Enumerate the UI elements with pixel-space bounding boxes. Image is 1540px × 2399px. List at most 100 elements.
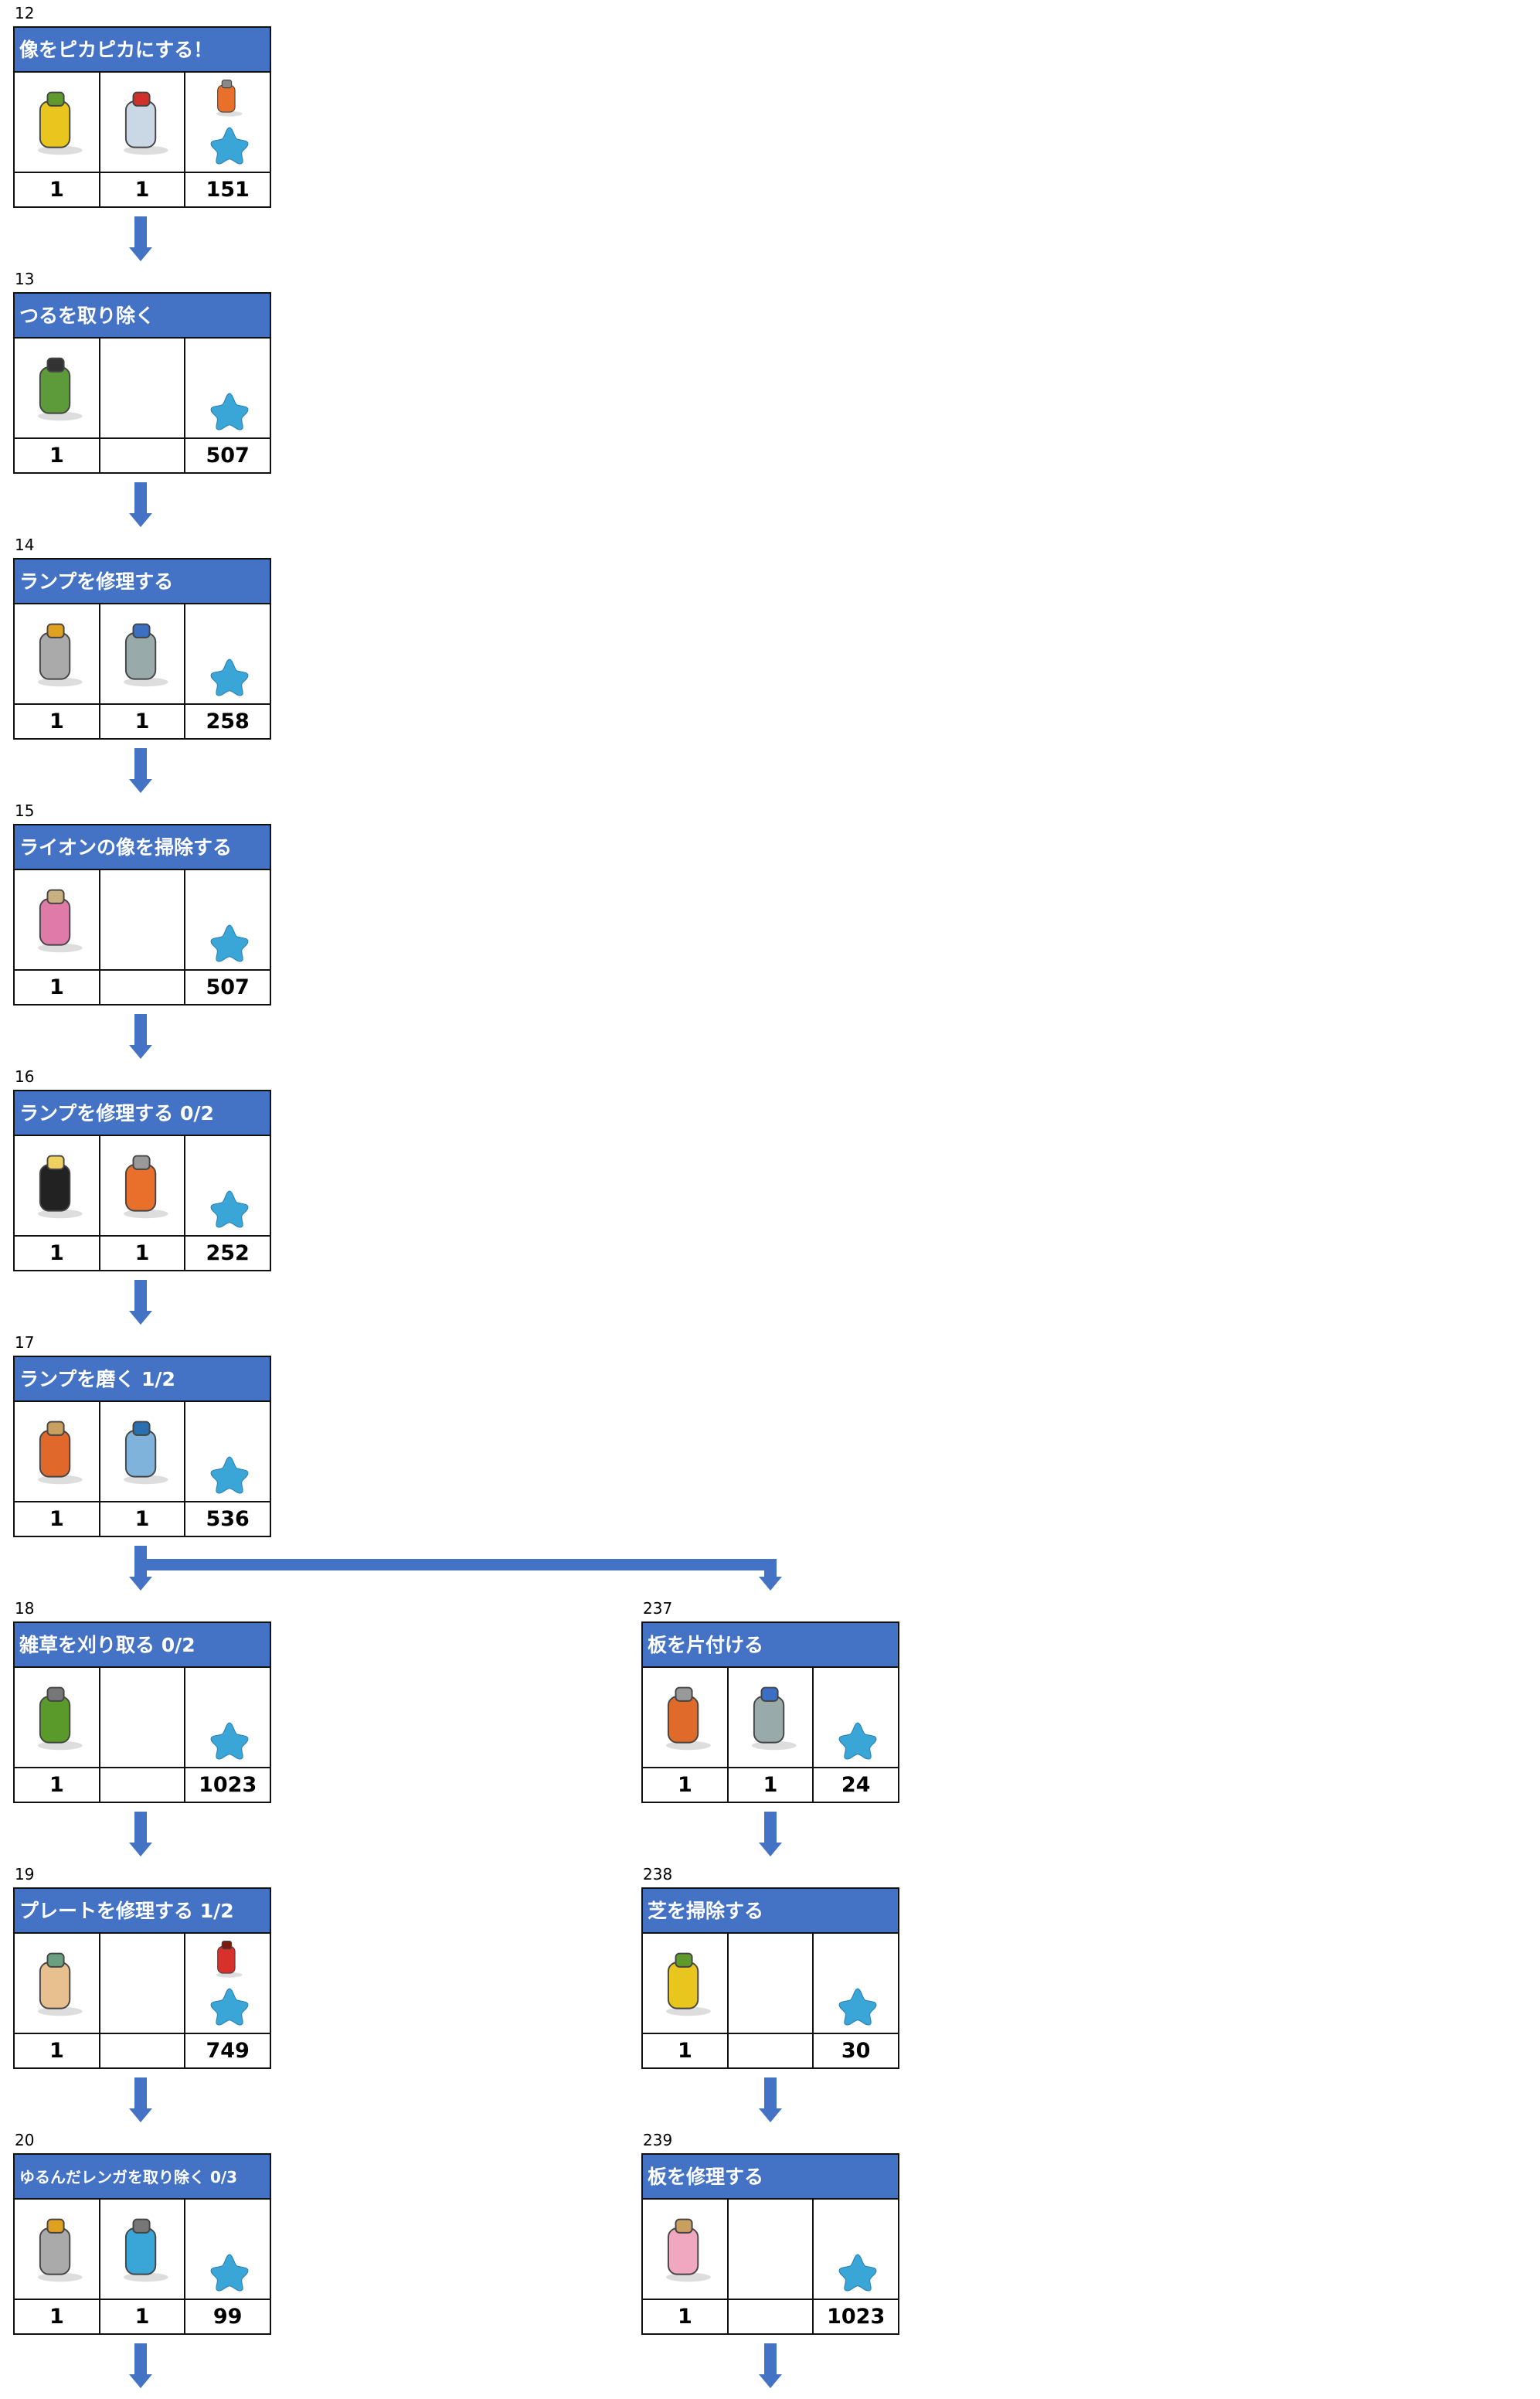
arrow-down-icon xyxy=(134,748,147,781)
arrow-down-icon xyxy=(764,2077,777,2110)
item-cell xyxy=(643,1934,729,2033)
arrow-head-icon xyxy=(129,2108,152,2122)
arrow-down-icon xyxy=(134,482,147,515)
step-number: 15 xyxy=(15,801,35,820)
item-count xyxy=(100,971,186,1004)
arrow-head-icon xyxy=(129,1577,152,1591)
item-count: 1 xyxy=(15,2034,100,2067)
item-cell xyxy=(100,870,186,969)
dustpan-icon xyxy=(666,2218,711,2282)
blue-star-icon xyxy=(210,1190,249,1228)
item-count: 1 xyxy=(100,173,186,206)
item-cell xyxy=(100,1402,186,1501)
step-number: 238 xyxy=(643,1865,673,1883)
reward-cell xyxy=(185,1136,270,1235)
item-cell xyxy=(15,73,100,172)
toolbox-icon xyxy=(216,1941,243,1978)
arrow-head-icon xyxy=(129,779,152,793)
step-number: 16 xyxy=(15,1067,35,1086)
reward-count: 507 xyxy=(206,975,250,999)
arrow-head-icon xyxy=(759,1843,782,1856)
reward-count: 151 xyxy=(206,178,250,202)
reward-cell xyxy=(814,2200,898,2299)
requirement-images xyxy=(15,604,270,705)
item-count xyxy=(729,2034,814,2067)
arrow-head-icon xyxy=(759,1577,782,1591)
hammer-icon xyxy=(38,623,83,687)
arrow-head-icon xyxy=(129,1843,152,1856)
quest-title: ライオンの像を掃除する xyxy=(15,825,270,870)
blue-star-icon xyxy=(210,127,249,165)
item-count xyxy=(729,2300,814,2333)
cleaner-bottle-icon xyxy=(124,1421,168,1485)
item-count: 1 xyxy=(15,971,100,1004)
quest-title: 板を片付ける xyxy=(643,1623,898,1668)
item-cell xyxy=(15,1668,100,1767)
item-count xyxy=(100,2034,186,2067)
quest-title: 板を修理する xyxy=(643,2155,898,2200)
reward-cell xyxy=(185,1668,270,1767)
quest-card: 板を修理する 1 1023 xyxy=(641,2153,899,2335)
shovel-icon xyxy=(38,357,83,421)
quest-title: ランプを修理する 0/2 xyxy=(15,1091,270,1136)
step-number: 14 xyxy=(15,536,35,554)
requirement-images xyxy=(15,339,270,439)
requirement-images xyxy=(643,1668,898,1768)
blue-star-icon xyxy=(210,1722,249,1760)
arrow-down-icon xyxy=(134,1014,147,1046)
branch-shaft-right xyxy=(764,1559,777,1578)
step-number: 239 xyxy=(643,2131,673,2149)
item-count: 1 xyxy=(100,2300,186,2333)
item-count: 1 xyxy=(729,1768,814,1802)
reward-count: 1023 xyxy=(199,1773,257,1797)
branch-connector xyxy=(134,1559,777,1570)
item-cell xyxy=(15,870,100,969)
arrow-head-icon xyxy=(759,2108,782,2122)
blue-star-icon xyxy=(210,2254,249,2292)
item-count: 1 xyxy=(100,705,186,738)
item-count: 1 xyxy=(15,1768,100,1802)
item-count: 1 xyxy=(643,2034,729,2067)
blue-star-icon xyxy=(210,924,249,962)
arrow-down-icon xyxy=(134,1280,147,1312)
requirement-counts: 1 1023 xyxy=(15,1768,270,1802)
quest-title: つるを取り除く xyxy=(15,294,270,339)
item-cell xyxy=(729,1934,814,2033)
item-cell xyxy=(100,1136,186,1235)
chainsaw-icon xyxy=(38,1686,83,1751)
plate-icon xyxy=(38,1952,83,2016)
item-count xyxy=(100,439,186,472)
item-count: 1 xyxy=(100,1502,186,1536)
item-count: 1 xyxy=(643,1768,729,1802)
bottle-icon xyxy=(124,91,168,155)
arrow-down-icon xyxy=(134,216,147,249)
requirement-images xyxy=(643,1934,898,2034)
step-number: 13 xyxy=(15,270,35,288)
gloves-icon xyxy=(666,1952,711,2016)
reward-count: 536 xyxy=(206,1507,250,1531)
requirement-images xyxy=(15,1136,270,1237)
reward-count: 749 xyxy=(206,2039,250,2063)
reward-count: 1023 xyxy=(827,2305,886,2329)
item-count: 1 xyxy=(643,2300,729,2333)
requirement-images xyxy=(15,1402,270,1502)
reward-count: 99 xyxy=(212,2305,243,2329)
item-count: 1 xyxy=(15,1502,100,1536)
reward-cell xyxy=(185,339,270,437)
requirement-images xyxy=(15,1934,270,2034)
requirement-counts: 1 1023 xyxy=(643,2300,898,2333)
item-cell xyxy=(100,604,186,703)
arrow-down-icon xyxy=(134,2077,147,2110)
item-cell xyxy=(15,1402,100,1501)
